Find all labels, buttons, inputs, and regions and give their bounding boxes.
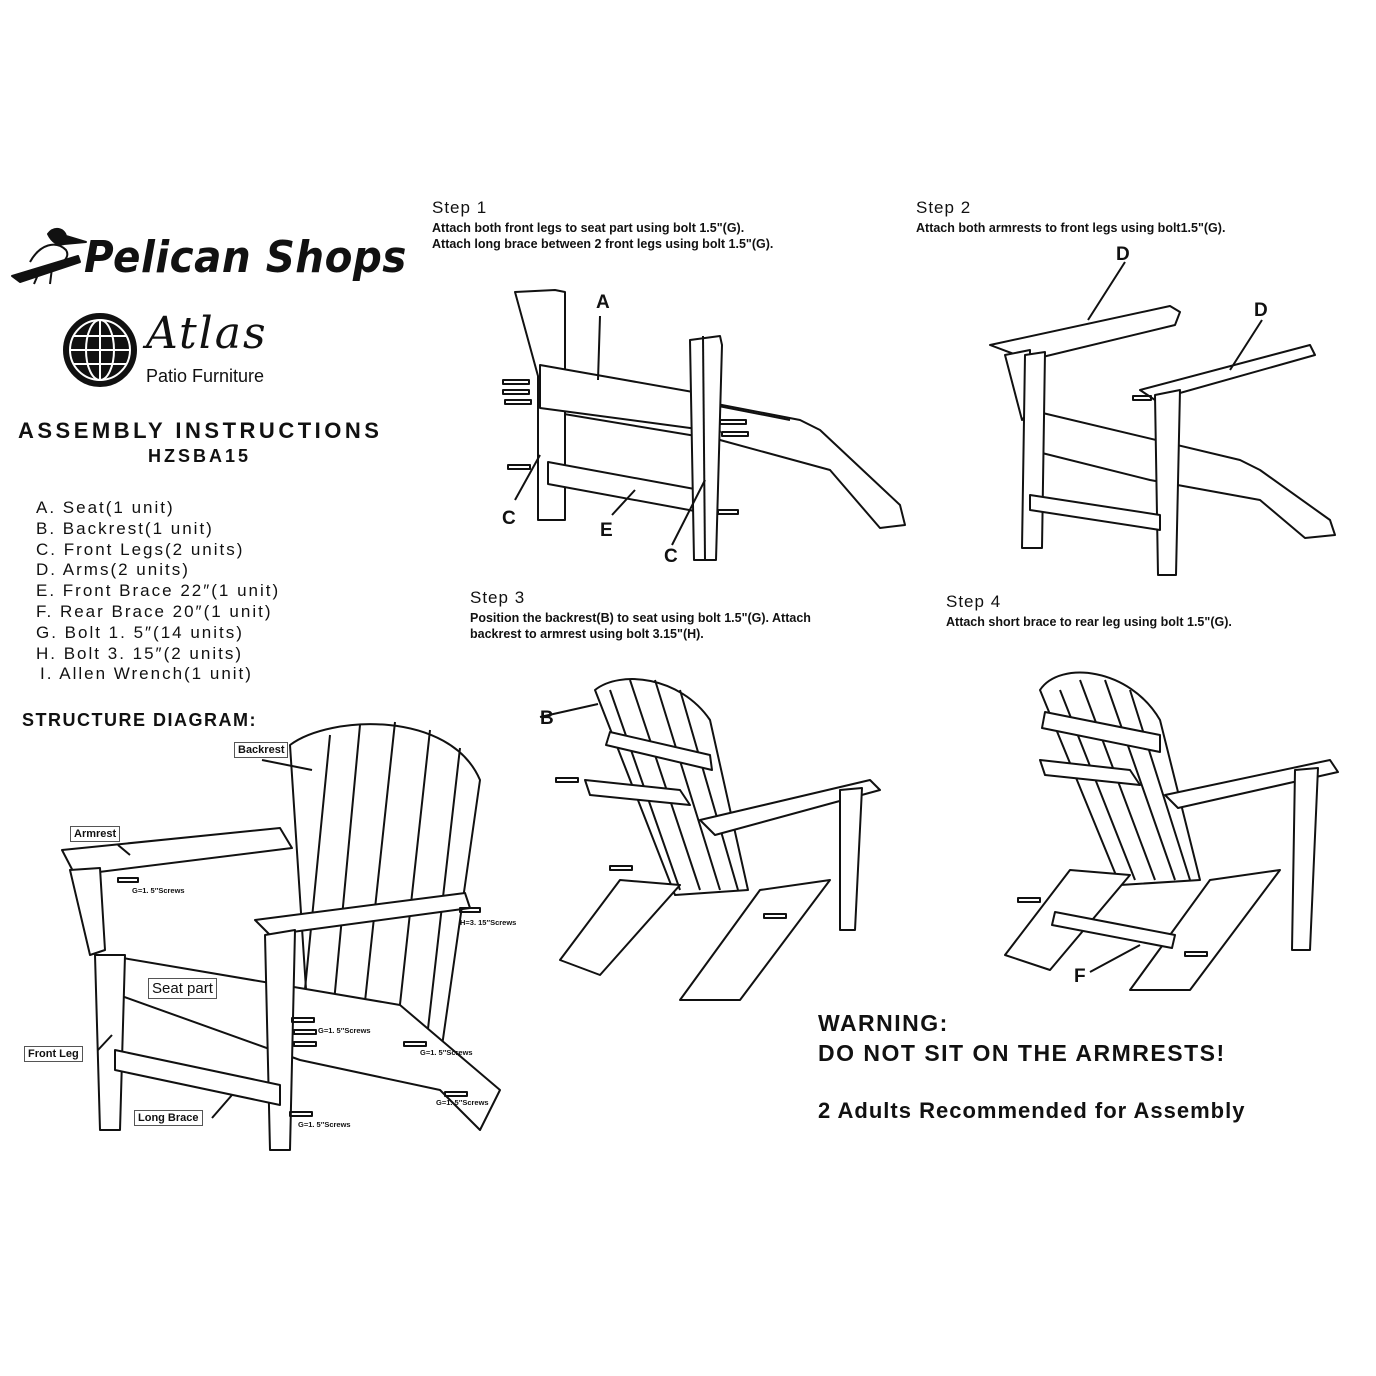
atlas-logo-text: Atlas [146, 308, 268, 359]
instruction-line: Attach long brace between 2 front legs u… [432, 237, 774, 251]
part-item: E. Front Brace 22″(1 unit) [36, 581, 281, 601]
label-backrest: Backrest [234, 742, 289, 758]
assembly-recommendation: 2 Adults Recommended for Assembly [818, 1098, 1246, 1123]
pelican-logo [11, 228, 87, 285]
globe-logo [63, 313, 137, 387]
instruction-line: Attach short brace to rear leg using bol… [946, 615, 1232, 629]
part-item: C. Front Legs(2 units) [36, 539, 245, 559]
instruction-line: Attach both front legs to seat part usin… [432, 221, 745, 235]
step3-drawing [539, 678, 881, 1001]
part-item: H. Bolt 3. 15″(2 units) [36, 643, 243, 663]
structure-drawing [61, 721, 501, 1151]
instruction-line: Position the backrest(B) to seat using b… [470, 611, 811, 625]
part-item: F. Rear Brace 20″(1 unit) [36, 601, 273, 621]
part-letter-d: D [1116, 244, 1130, 265]
label-front-leg: Front Leg [24, 1046, 83, 1062]
step2-drawing [989, 261, 1336, 576]
part-item: A. Seat(1 unit) [36, 498, 175, 517]
screw-label: H=3. 15″Screws [460, 918, 517, 927]
label-long-brace: Long Brace [134, 1110, 203, 1126]
part-letter-c: C [664, 546, 678, 567]
screw-label: G=1. 5″Screws [318, 1026, 371, 1035]
document-title: ASSEMBLY INSTRUCTIONS [18, 418, 383, 443]
step2-title: Step 2 [916, 198, 972, 217]
step4-drawing [1004, 671, 1339, 991]
step1-title: Step 1 [432, 198, 488, 217]
label-seat-part: Seat part [148, 978, 217, 999]
part-letter-b: B [540, 708, 554, 729]
part-item: D. Arms(2 units) [36, 560, 190, 580]
part-letter-d: D [1254, 300, 1268, 321]
part-item: G. Bolt 1. 5″(14 units) [36, 622, 244, 642]
step3-title: Step 3 [470, 588, 526, 607]
part-letter-a: A [596, 292, 610, 313]
step4-title: Step 4 [946, 592, 1002, 611]
atlas-subtitle: Patio Furniture [146, 366, 265, 386]
brand-name: Pelican Shops [84, 232, 407, 283]
instruction-line: Attach both armrests to front legs using… [916, 221, 1226, 235]
part-letter-c: C [502, 508, 516, 529]
label-armrest: Armrest [70, 826, 121, 842]
step1-instructions: Attach both front legs to seat part usin… [432, 220, 773, 252]
part-item: I. Allen Wrench(1 unit) [40, 664, 253, 684]
structure-diagram-title: STRUCTURE DIAGRAM: [22, 710, 257, 730]
model-number: HZSBA15 [148, 446, 252, 466]
step4-instructions: Attach short brace to rear leg using bol… [946, 614, 1232, 630]
step3-instructions: Position the backrest(B) to seat using b… [470, 610, 811, 642]
part-letter-f: F [1074, 966, 1086, 987]
screw-label: G=1. 5″Screws [436, 1098, 489, 1107]
warning-heading: WARNING: [818, 1010, 949, 1036]
instruction-line: backrest to armrest using bolt 3.15"(H). [470, 627, 704, 641]
parts-list: A. Seat(1 unit) B. Backrest(1 unit) C. F… [36, 498, 280, 685]
screw-label: G=1. 5″Screws [420, 1048, 473, 1057]
part-item: B. Backrest(1 unit) [36, 518, 214, 538]
screw-label: G=1. 5″Screws [298, 1120, 351, 1129]
step1-drawing [502, 289, 906, 561]
part-letter-e: E [600, 520, 613, 541]
warning-text: DO NOT SIT ON THE ARMRESTS! [818, 1040, 1226, 1066]
step2-instructions: Attach both armrests to front legs using… [916, 220, 1225, 236]
screw-label: G=1. 5″Screws [132, 886, 185, 895]
